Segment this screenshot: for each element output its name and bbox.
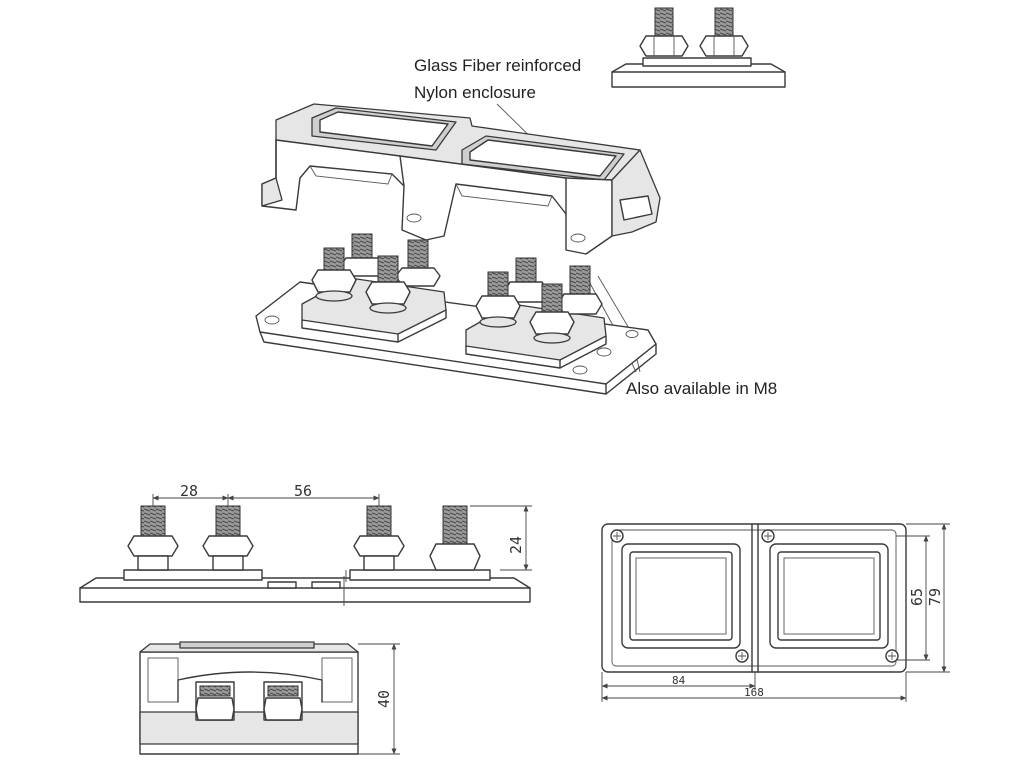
dimension-stud-height: 24 — [507, 536, 525, 554]
dimension-half-length: 84 — [672, 674, 686, 687]
dimension-side-height: 40 — [375, 690, 393, 708]
dimension-stud-pitch-far: 56 — [294, 482, 312, 500]
isometric-exploded-view — [255, 103, 661, 395]
front-studs — [127, 505, 481, 571]
front-elevation-view: 28 56 24 — [79, 482, 532, 606]
nylon-enclosure-cover — [261, 103, 661, 255]
studs-left-group — [311, 233, 441, 314]
cover-screws — [610, 529, 899, 663]
top-plan-view: 65 79 84 168 — [601, 523, 950, 702]
dimension-outer-height: 79 — [926, 588, 944, 606]
enclosure-callout-line2: Nylon enclosure — [414, 83, 536, 102]
studs-right-group — [475, 257, 603, 344]
stud-option-callout: Also available in M8 — [626, 379, 777, 398]
side-elevation-view: 40 — [139, 641, 400, 755]
dimension-overall-length: 168 — [744, 686, 764, 699]
dimension-stud-pitch-near: 28 — [180, 482, 198, 500]
enclosure-callout-line1: Glass Fiber reinforced — [414, 56, 581, 75]
front-view-small — [611, 7, 786, 88]
dimension-inner-height: 65 — [908, 588, 926, 606]
